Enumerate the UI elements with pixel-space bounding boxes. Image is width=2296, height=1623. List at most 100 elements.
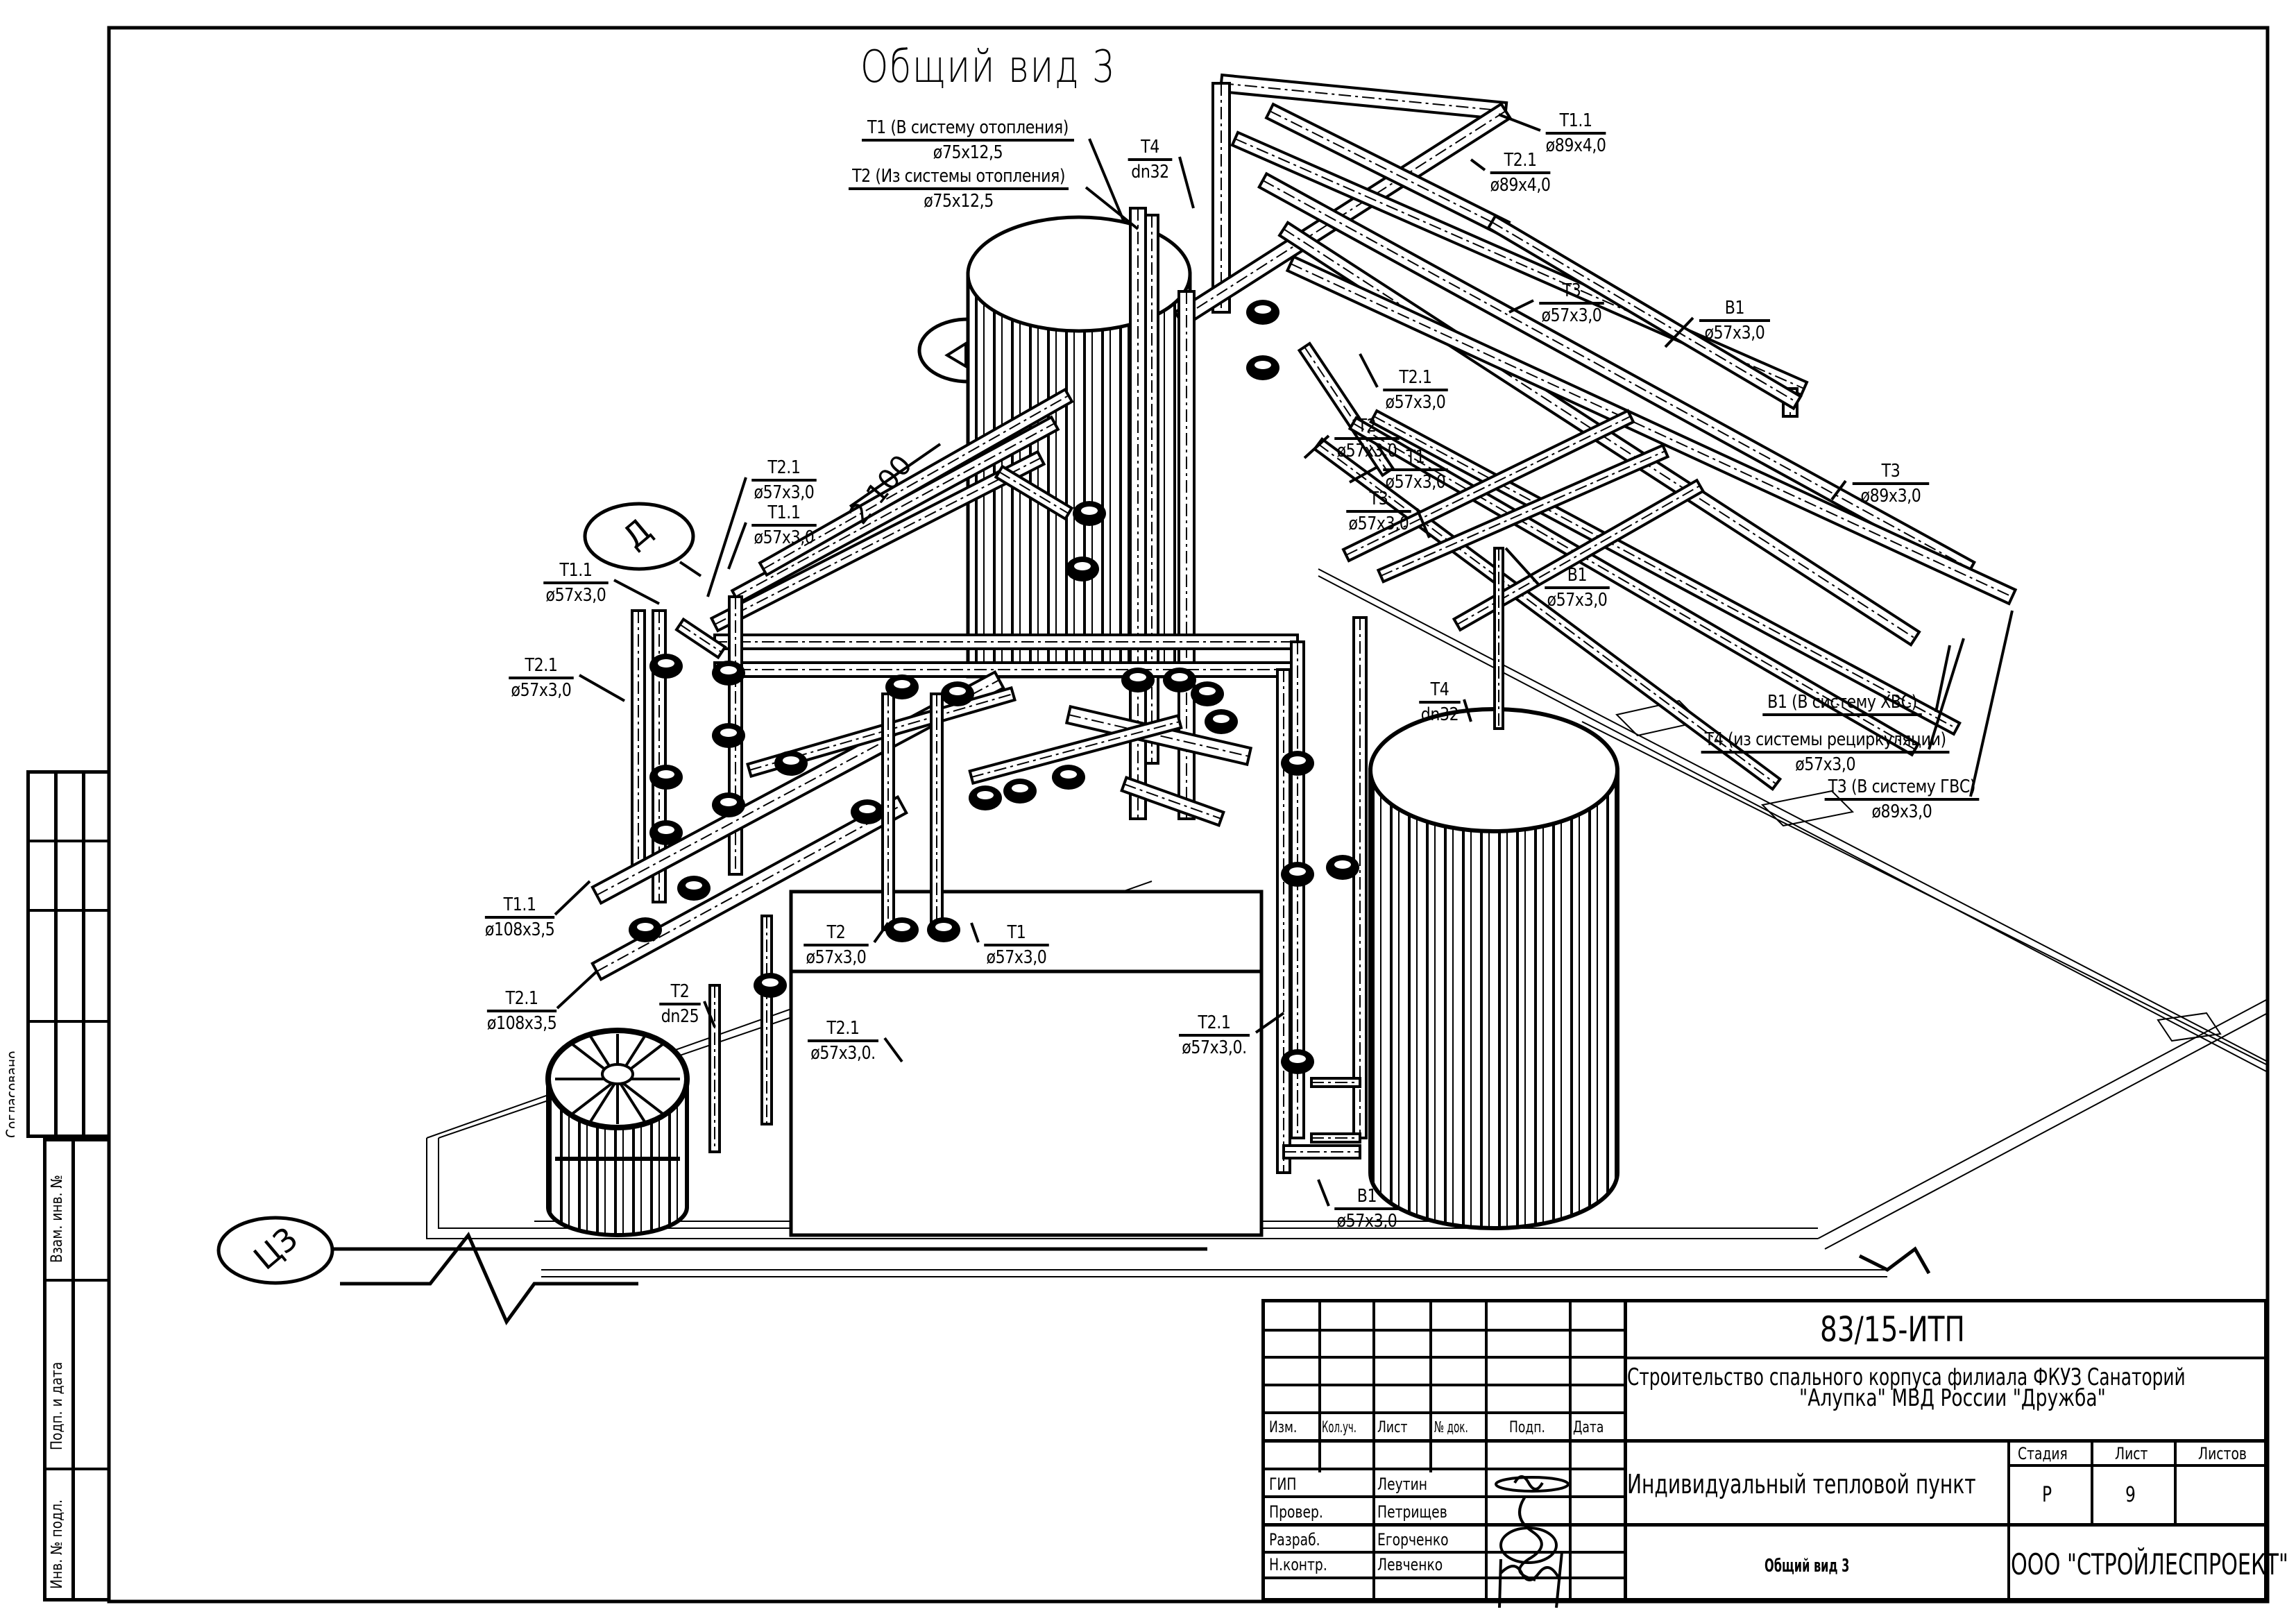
pipe-label-size: ø57x3,0 — [545, 585, 606, 606]
stage-header: Стадия — [2018, 1444, 2068, 1463]
valves — [629, 300, 1359, 1074]
pipe-network — [590, 73, 2018, 1174]
pipe-label-code: Т1.1 — [1545, 111, 1606, 135]
sheet-value: 9 — [2125, 1483, 2136, 1507]
pipe-label-size: dn32 — [1420, 704, 1459, 725]
pipe-label-code: Т4 — [1128, 137, 1173, 161]
equipment-box — [789, 890, 1264, 1237]
pipe-label-size: ø57x3,0. — [810, 1043, 876, 1064]
pipe-segment — [713, 634, 1299, 650]
leader-line — [1508, 299, 1534, 314]
pipe-label-size: dn32 — [1131, 162, 1169, 182]
role-nkontr: Н.контр. — [1269, 1555, 1327, 1574]
pipe-segment — [1376, 443, 1670, 584]
axis-bubble-d — [583, 502, 695, 571]
pipe-label-code: Т3 — [1852, 461, 1930, 485]
pipe-label-t1-heating: Т1 (В систему отопления)ø75x12,5 — [862, 118, 1074, 162]
pipe-label-size: ø57x3,0 — [511, 680, 572, 701]
pipe-segment — [1064, 704, 1253, 767]
leader-line — [1934, 645, 1951, 713]
pipe-label-size: ø75x12,5 — [924, 191, 994, 212]
pipe-label-code: Т2.1 — [1383, 368, 1448, 391]
pipe-label-code: Т1.1 — [484, 895, 555, 919]
name-razrab: Егорченко — [1377, 1530, 1449, 1549]
pipe-label-code: Т1 — [1383, 448, 1448, 471]
leader-line — [1303, 434, 1330, 459]
leader-line — [554, 880, 591, 916]
leader-line — [1504, 547, 1540, 586]
pipe-segment — [590, 794, 908, 982]
pipe-segment — [708, 984, 721, 1153]
pipe-segment — [1285, 255, 2018, 606]
pipe-label-t2-heating: Т2 (Из системы отопления)ø75x12,5 — [848, 167, 1069, 212]
expansion-vessel — [545, 1028, 690, 1237]
pipe-segment — [713, 661, 1299, 678]
pipe-label-size: ø57x3,0 — [986, 947, 1047, 968]
pipe-label-code: Т2 (Из системы отопления) — [848, 167, 1069, 190]
leader-line — [556, 970, 598, 1010]
leader-line — [703, 1001, 716, 1028]
pipe-segment — [1486, 214, 1803, 411]
pipe-label-size: ø57x3,0 — [1336, 1211, 1397, 1232]
project-line-1: Строительство спального корпуса филиала … — [1627, 1363, 2186, 1391]
leader-line — [883, 1037, 903, 1063]
hdr-podp: Подп. — [1509, 1419, 1545, 1436]
leader-line — [873, 921, 890, 944]
pipe-segment — [881, 692, 895, 931]
inventory-table — [43, 1138, 110, 1601]
tank-right — [1368, 707, 1619, 1230]
podp-data-label: Подп. и дата — [49, 1361, 66, 1450]
doc-code: 83/15-ИТП — [1820, 1309, 1965, 1350]
drawing-title: Общий вид 3 — [860, 42, 1116, 93]
inv-podl-label: Инв. № подл. — [49, 1499, 66, 1589]
pipe-segment — [1276, 668, 1291, 1174]
pipe-segment — [1493, 547, 1504, 730]
pipe-label-code: Т2.1 — [1179, 1013, 1250, 1037]
leader-line — [1415, 508, 1431, 538]
leader-line — [1359, 353, 1379, 388]
pipe-segment — [1211, 82, 1231, 314]
pipe-label-size: ø57x3,0 — [1541, 305, 1602, 326]
pipe-label-size: ø57x3,0 — [1795, 754, 1856, 775]
pipe-segment — [730, 415, 1060, 605]
role-gip: ГИП — [1269, 1475, 1297, 1494]
pipe-segment — [1341, 409, 1635, 563]
leader-line — [1928, 638, 1965, 750]
sheet-name: Общий вид 3 — [1764, 1556, 1850, 1577]
object-name: Индивидуальный тепловой пункт — [1627, 1469, 1976, 1499]
pipe-label-size: ø108x3,5 — [484, 919, 555, 940]
vzam-inv-label: Взам. инв. № — [49, 1175, 66, 1263]
pipe-label-code: Т1.1 — [751, 503, 817, 527]
pipe-segment — [1369, 409, 1962, 736]
pipe-label-size: ø57x3,0 — [1385, 472, 1446, 493]
hdr-data: Дата — [1573, 1419, 1604, 1436]
pipe-segment — [760, 915, 773, 1125]
pipe-label-code: Т2 — [803, 923, 869, 946]
pipe-label-size: ø108x3,5 — [486, 1013, 557, 1034]
pipe-segment — [1352, 616, 1368, 1139]
pipe-label-code: Т2.1 — [509, 656, 574, 679]
pipe-label-size: ø57x3,0 — [1547, 590, 1608, 611]
pipe-label-size: ø57x3,0 — [754, 527, 815, 548]
pipe-label-t3-gvs: Т3 (В систему ГВС)ø89x3,0 — [1824, 777, 1980, 822]
leader-line — [1349, 466, 1378, 484]
leader-line — [1664, 316, 1694, 348]
pipe-segment — [1310, 1132, 1361, 1144]
name-nkontr: Левченко — [1377, 1555, 1443, 1574]
leader-line — [1830, 479, 1847, 501]
pipe-label-code: Т4 (из системы рециркуляции) — [1701, 730, 1950, 754]
pipe-label-code: В1 — [1699, 298, 1770, 322]
